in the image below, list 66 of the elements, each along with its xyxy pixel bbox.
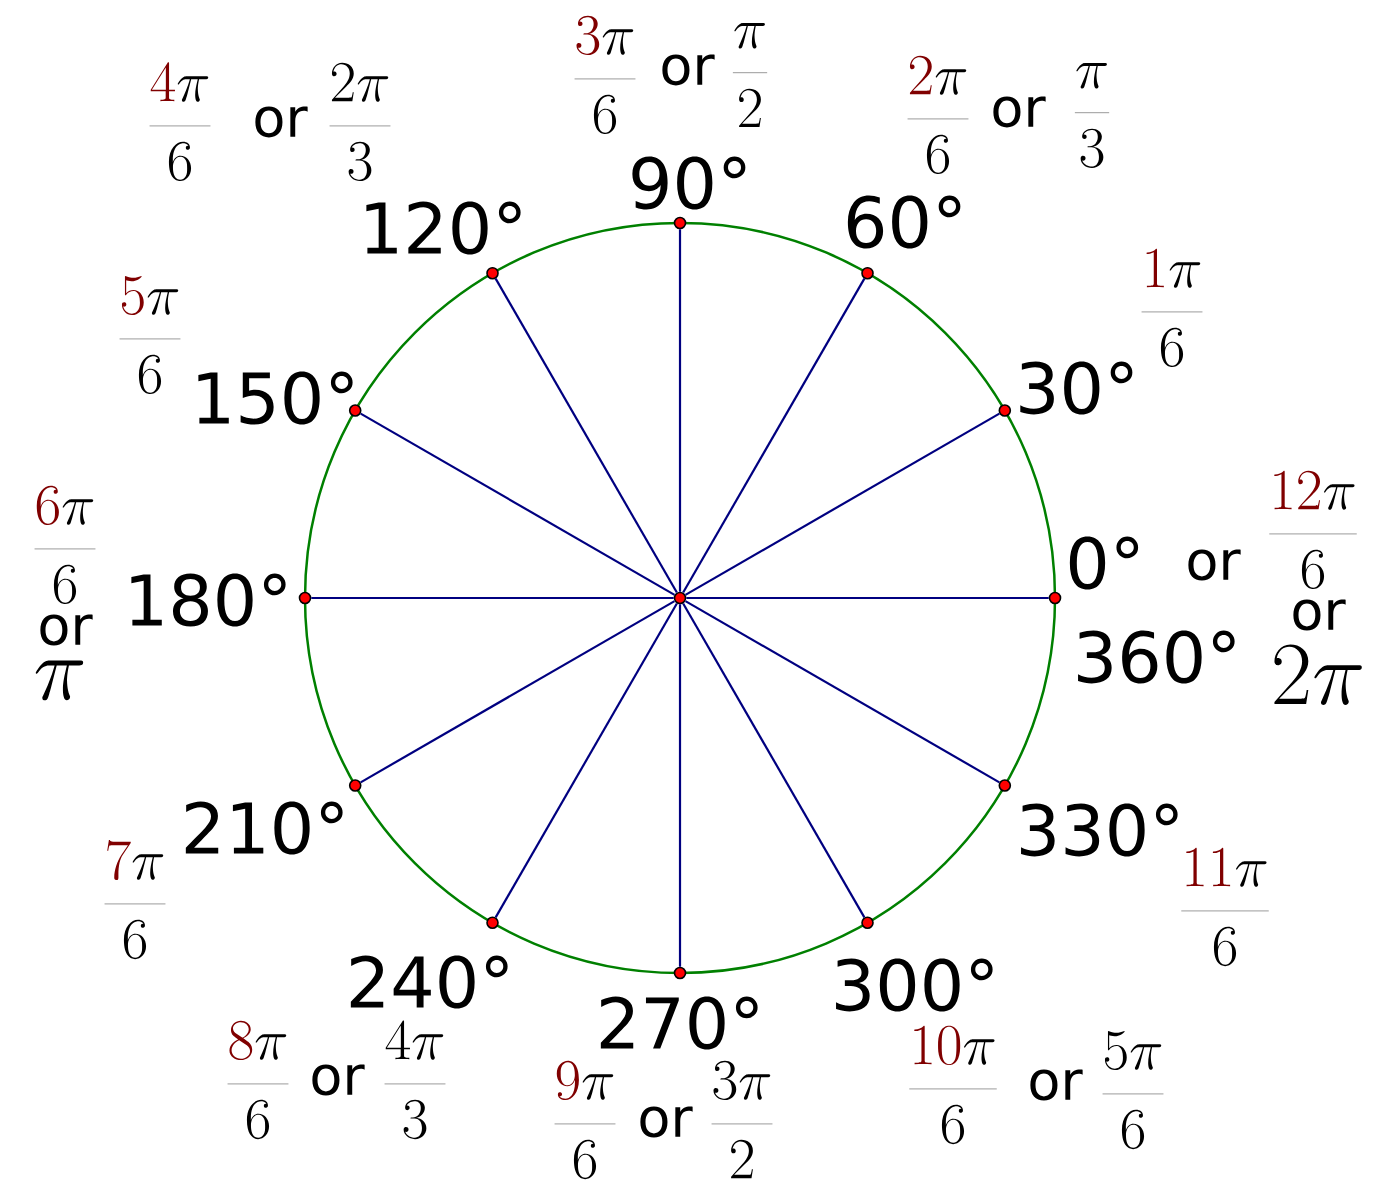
point [673,591,687,605]
radius-line [678,604,682,967]
degree-label: 150° [198,371,353,425]
degree-label: 90° [632,156,746,210]
radian-label: $\frac{{\color[HTML]{800000}9}\pi}{6}$ [554,1060,616,1180]
point [1048,591,1062,605]
point [861,266,874,280]
point [998,404,1012,417]
point [673,966,687,980]
radian-label: $\frac{2\pi}{3}$ [329,62,391,182]
point [861,916,874,930]
radian-label: $\frac{\pi}{2}$ [732,22,768,127]
or-text: or [312,1064,365,1096]
radius-line [686,596,1049,600]
or-text: or [640,1106,693,1138]
radius-line [311,596,674,600]
point [298,591,312,605]
degree-label: 210° [185,801,343,855]
radian-label: $\frac{{\color[HTML]{800000}8}\pi}{6}$ [227,1020,289,1140]
degree-label: 240° [350,955,508,1009]
point [348,779,362,792]
or-text: or [255,106,308,138]
degree-label: 270° [600,996,758,1050]
radius-line [360,412,676,596]
radian-label: $\frac{{\color[HTML]{800000}3}\pi}{6}$ [574,15,636,135]
radian-label: $\frac{{\color[HTML]{800000}2}\pi}{6}$ [907,55,969,175]
or-text: or [1293,599,1346,631]
radian-label: $\frac{{\color[HTML]{800000}11}\pi}{6}$ [1181,847,1269,967]
or-text: or [993,96,1046,128]
point [998,779,1012,792]
degree-label: 180° [131,573,286,627]
radian-label: $\frac{{\color[HTML]{800000}6}\pi}{6}$ [34,485,96,605]
radius-line [494,278,678,594]
degree-label: 330° [1021,803,1178,857]
or-text: or [40,614,93,646]
radius-line [684,412,1000,596]
radian-label: $\frac{3\pi}{2}$ [711,1060,773,1179]
radius-line [682,602,866,918]
degree-label: 60° [847,195,961,249]
degree-label: 30° [1020,361,1133,415]
radian-label: $\frac{\pi}{3}$ [1074,62,1110,168]
degree-label: 120° [366,201,521,255]
radian-label: $\frac{{\color[HTML]{800000}12}\pi}{6}$ [1269,470,1357,590]
radius-line [682,278,866,594]
radian-label: $\frac{{\color[HTML]{800000}5}\pi}{6}$ [119,275,181,395]
point [673,216,687,230]
degree-label: 300° [836,958,993,1012]
point [486,916,499,930]
or-text: or [1188,549,1241,581]
radian-label: $\frac{{\color[HTML]{800000}1}\pi}{6}$ [1141,248,1203,368]
or-text: or [662,54,715,86]
or-text: or [1030,1069,1083,1101]
radian-label: $\pi$ [35,660,84,701]
radian-label: $\frac{{\color[HTML]{800000}4}\pi}{6}$ [149,62,211,182]
radian-label: $2\pi$ [1274,644,1362,705]
radian-label: $\frac{5\pi}{6}$ [1102,1030,1164,1150]
radius-line [678,229,682,592]
radian-label: $\frac{{\color[HTML]{800000}7}\pi}{6}$ [104,839,166,960]
degree-label: 0° [1069,536,1139,590]
radius-line [684,600,1000,784]
radius-line [494,602,678,918]
radius-line [360,600,676,784]
degree-label: 360° [1078,630,1235,684]
radian-label: $\frac{{\color[HTML]{800000}10}\pi}{6}$ [909,1025,997,1145]
point [486,266,499,280]
radian-label: $\frac{4\pi}{3}$ [384,1020,446,1140]
